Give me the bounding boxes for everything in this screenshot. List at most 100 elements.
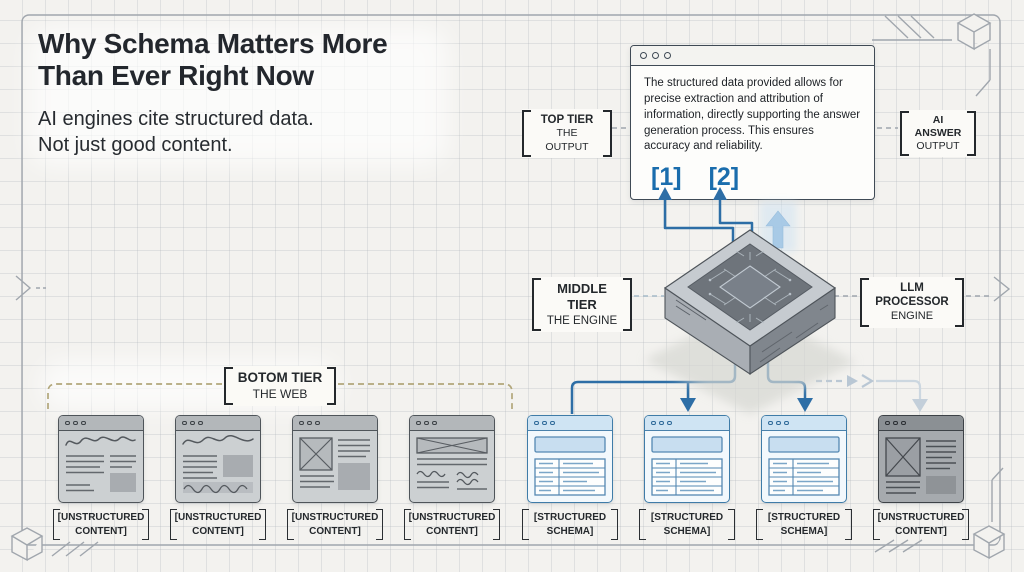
- window-label-line2: CONTENT]: [192, 525, 244, 537]
- label-ai-answer-line1: AI ANSWER: [914, 114, 962, 140]
- window-label-line1: [UNSTRUCTURED: [291, 512, 379, 523]
- window-control-icon: [307, 420, 312, 426]
- unstructured-content-sketch: [299, 437, 370, 490]
- citation-connectors: [663, 196, 754, 262]
- window-control-icon: [73, 420, 78, 426]
- page-title-line1: Why Schema Matters More: [38, 28, 388, 59]
- window-label-line1: [UNSTRUCTURED: [174, 512, 262, 523]
- window-titlebar: [176, 416, 260, 431]
- window-titlebar: [528, 416, 612, 431]
- window-label-line1: [UNSTRUCTURED: [877, 512, 965, 523]
- unstructured-window-1: [58, 415, 144, 503]
- window-label-line2: CONTENT]: [426, 525, 478, 537]
- window-label-line1: [STRUCTURED: [650, 512, 724, 523]
- schema-feed-connectors: [570, 334, 807, 414]
- left-chevron-icon: [15, 275, 32, 301]
- page-subtitle-line1: AI engines cite structured data.: [38, 108, 314, 130]
- window-titlebar: [410, 416, 494, 431]
- schema-table-sketch: [651, 436, 723, 496]
- window-control-icon: [534, 420, 539, 426]
- schema-table-sketch: [534, 436, 606, 496]
- window-control-icon: [893, 420, 898, 426]
- window-label: [UNSTRUCTURED CONTENT]: [168, 509, 268, 540]
- window-control-icon: [651, 420, 656, 426]
- label-middle-tier-line1: MIDDLE TIER: [557, 281, 607, 313]
- window-label-line2: SCHEMA]: [780, 525, 828, 537]
- citations-row: [1] [2]: [651, 163, 739, 192]
- window-titlebar: [293, 416, 377, 431]
- window-label-line2: CONTENT]: [895, 525, 947, 537]
- window-control-icon: [776, 420, 781, 426]
- window-control-icon: [885, 420, 890, 426]
- label-llm-processor: LLM PROCESSOR ENGINE: [860, 277, 964, 328]
- glow-up-arrow-icon: [760, 202, 796, 252]
- ai-answer-window: The structured data provided allows for …: [630, 45, 875, 200]
- schema-table-sketch: [768, 436, 840, 496]
- page-title: Why Schema Matters More Than Ever Right …: [38, 28, 388, 92]
- ai-answer-text: The structured data provided allows for …: [644, 77, 861, 153]
- window-control-icon: [315, 420, 320, 426]
- page-subtitle-line2: Not just good content.: [38, 134, 233, 156]
- window-control-icon: [901, 420, 906, 426]
- label-ai-answer-line2: OUTPUT: [916, 140, 960, 153]
- window-label: [UNSTRUCTURED CONTENT]: [871, 509, 971, 540]
- window-control-icon: [65, 420, 70, 426]
- right-chevron-icon: [993, 276, 1011, 302]
- citation-1: [1]: [651, 163, 682, 191]
- window-control-icon: [550, 420, 555, 426]
- unstructured-content-sketch: [65, 436, 136, 492]
- circuit-traces: [709, 250, 791, 324]
- label-top-tier-line2: THE OUTPUT: [545, 127, 589, 153]
- unstructured-content-sketch: [885, 437, 956, 494]
- label-middle-tier: MIDDLE TIER THE ENGINE: [532, 277, 632, 332]
- window-control-icon: [768, 420, 773, 426]
- window-label: [UNSTRUCTURED CONTENT]: [285, 509, 385, 540]
- label-top-tier-line1: TOP TIER: [540, 114, 594, 126]
- window-control-icon: [542, 420, 547, 426]
- window-control-icon: [299, 420, 304, 426]
- window-control-icon: [424, 420, 429, 426]
- page-title-line2: Than Ever Right Now: [38, 59, 314, 91]
- window-titlebar: [879, 416, 963, 431]
- window-control-icon: [640, 52, 647, 59]
- label-bottom-tier-line1: BOTOM TIER: [237, 370, 323, 385]
- structured-window-3: [761, 415, 847, 503]
- window-control-icon: [664, 52, 671, 59]
- window-control-icon: [416, 420, 421, 426]
- window-label-line1: [UNSTRUCTURED: [57, 512, 145, 523]
- label-ai-answer-output: AI ANSWER OUTPUT: [900, 110, 976, 158]
- window-control-icon: [190, 420, 195, 426]
- window-titlebar: [645, 416, 729, 431]
- label-top-tier: TOP TIER THE OUTPUT: [522, 109, 612, 158]
- window-titlebar: [59, 416, 143, 431]
- window-control-icon: [81, 420, 86, 426]
- window-control-icon: [667, 420, 672, 426]
- unstructured-content-sketch: [416, 437, 488, 490]
- label-middle-tier-line2: THE ENGINE: [546, 314, 618, 327]
- window-titlebar: [762, 416, 846, 431]
- label-llm-line2: ENGINE: [890, 309, 934, 322]
- label-bottom-tier-line2: THE WEB: [252, 386, 308, 401]
- structured-window-1: [527, 415, 613, 503]
- window-control-icon: [432, 420, 437, 426]
- window-label: [STRUCTURED SCHEMA]: [637, 509, 737, 540]
- page-subtitle: AI engines cite structured data. Not jus…: [38, 106, 314, 158]
- window-control-icon: [659, 420, 664, 426]
- window-label-line2: CONTENT]: [309, 525, 361, 537]
- label-bottom-tier: BOTOM TIER THE WEB: [224, 366, 336, 406]
- label-llm-line1: LLM PROCESSOR: [875, 282, 949, 309]
- structured-window-2: [644, 415, 730, 503]
- window-control-icon: [784, 420, 789, 426]
- window-titlebar: [631, 46, 874, 66]
- unstructured-window-3: [292, 415, 378, 503]
- faded-flow-connector: [816, 374, 928, 412]
- chip-shadow: [644, 306, 856, 414]
- down-arrowhead: [797, 398, 813, 412]
- window-label-line2: SCHEMA]: [663, 525, 711, 537]
- window-label-line2: SCHEMA]: [546, 525, 594, 537]
- window-control-icon: [652, 52, 659, 59]
- window-control-icon: [182, 420, 187, 426]
